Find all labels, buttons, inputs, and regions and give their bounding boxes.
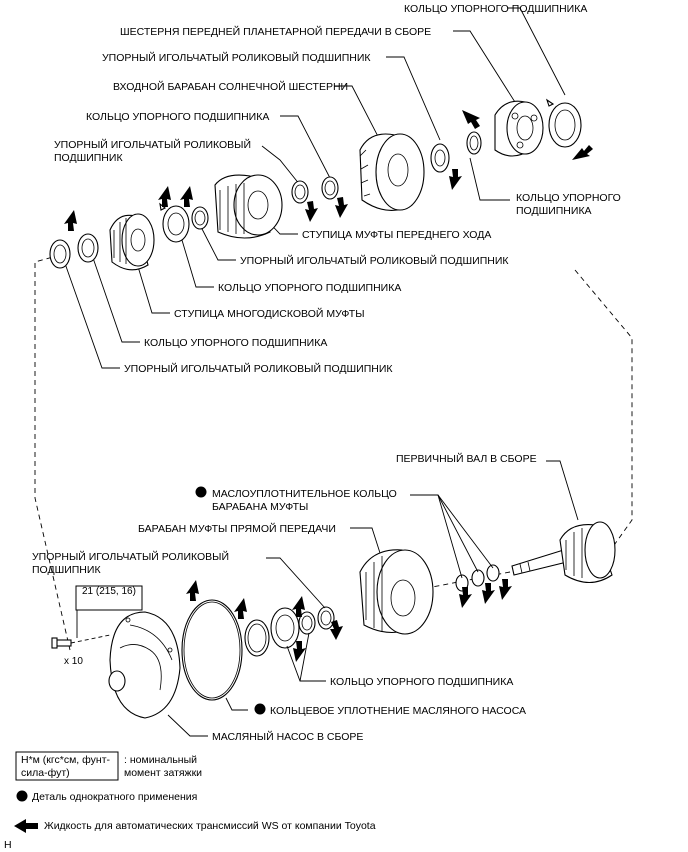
label-needle-bearing-3: УПОРНЫЙ ИГОЛЬЧАТЫЙ РОЛИКОВЫЙ ПОДШИПНИК xyxy=(240,254,509,267)
torque-value: 21 (215, 16) xyxy=(82,586,136,597)
legend-units-desc-line2: момент затяжки xyxy=(124,767,202,779)
label-oil-pump: МАСЛЯНЫЙ НАСОС В СБОРЕ xyxy=(212,730,363,743)
dashed-connectors xyxy=(34,254,633,651)
forward-clutch-hub xyxy=(214,174,283,239)
direct-clutch-drum xyxy=(359,549,434,635)
label-sun-gear-drum: ВХОДНОЙ БАРАБАН СОЛНЕЧНОЙ ШЕСТЕРНИ xyxy=(113,80,348,93)
label-thrust-ring-3: КОЛЬЦО УПОРНОГО ПОДШИПНИКА xyxy=(218,282,401,294)
label-needle-bearing-1: УПОРНЫЙ ИГОЛЬЧАТЫЙ РОЛИКОВЫЙ ПОДШИПНИК xyxy=(102,51,371,64)
label-drum-seal-line1: МАСЛОУПЛОТНИТЕЛЬНОЕ КОЛЬЦО xyxy=(212,488,397,500)
atf-arrow-icon xyxy=(64,210,77,231)
footer-code: H xyxy=(4,839,12,851)
legend-units-line2: сила-фут) xyxy=(21,767,70,779)
atf-arrow-icon xyxy=(234,598,247,619)
label-direct-clutch-drum: БАРАБАН МУФТЫ ПРЯМОЙ ПЕРЕДАЧИ xyxy=(138,522,336,535)
planetary-gear xyxy=(494,100,544,157)
multidisc-clutch-hub xyxy=(109,213,155,271)
needle-bearing-5 xyxy=(317,606,335,630)
needle-bearing-2 xyxy=(291,180,309,204)
atf-arrow-icon xyxy=(293,641,306,662)
legend-atf: Жидкость для автоматических трансмиссий … xyxy=(44,820,376,832)
label-thrust-ring-top: КОЛЬЦО УПОРНОГО ПОДШИПНИКА xyxy=(404,3,587,15)
pump-o-ring xyxy=(181,599,243,701)
sun-gear-drum xyxy=(359,133,425,211)
atf-arrow-icon xyxy=(14,819,38,833)
atf-arrow-icon xyxy=(462,110,480,129)
atf-arrow-icon xyxy=(459,587,472,608)
nonreuse-icon xyxy=(254,703,266,715)
label-needle-bearing-5-line2: ПОДШИПНИК xyxy=(32,564,101,576)
label-drum-seal-line2: БАРАБАНА МУФТЫ xyxy=(212,501,308,513)
bolt-quantity: x 10 xyxy=(64,656,83,667)
thrust-ring-top xyxy=(545,98,582,148)
atf-arrows-upper xyxy=(64,110,593,231)
nonreuse-icon xyxy=(195,486,207,498)
thrust-ring-2 xyxy=(321,176,339,200)
input-shaft xyxy=(511,521,616,584)
legend: Н*м (кгс*см, фунт- сила-фут) : номинальн… xyxy=(14,751,376,833)
label-multidisc-clutch-hub: СТУПИЦА МНОГОДИСКОВОЙ МУФТЫ xyxy=(174,307,365,320)
leader-lines-upper xyxy=(61,7,566,369)
drum-seal-rings xyxy=(455,564,500,592)
atf-arrow-icon xyxy=(499,579,512,600)
needle-bearing-3 xyxy=(159,202,190,243)
atf-arrow-icon xyxy=(158,186,171,207)
leader-lines-lower xyxy=(76,460,579,737)
label-forward-clutch-hub: СТУПИЦА МУФТЫ ПЕРЕДНЕГО ХОДА xyxy=(302,229,491,241)
torque-box xyxy=(75,585,143,611)
label-input-shaft: ПЕРВИЧНЫЙ ВАЛ В СБОРЕ xyxy=(396,452,537,465)
label-needle-bearing-2-line2: ПОДШИПНИК xyxy=(54,152,123,164)
bolt xyxy=(51,634,111,649)
oil-pump xyxy=(108,611,181,719)
atf-arrow-icon xyxy=(482,583,495,604)
atf-arrow-icon xyxy=(186,580,199,601)
legend-nonreuse: Деталь однократного применения xyxy=(32,791,197,803)
label-front-planetary-gear: ШЕСТЕРНЯ ПЕРЕДНЕЙ ПЛАНЕТАРНОЙ ПЕРЕДАЧИ В… xyxy=(120,25,431,38)
legend-units-desc-line1: : номинальный xyxy=(124,754,197,766)
label-thrust-ring-right-line1: КОЛЬЦО УПОРНОГО xyxy=(516,192,621,204)
atf-arrow-icon xyxy=(305,201,318,222)
atf-arrow-icon xyxy=(449,169,462,190)
needle-bearing-1 xyxy=(430,143,450,173)
nonreuse-icon xyxy=(16,790,28,802)
pump-ring xyxy=(244,619,270,657)
label-pump-o-ring: КОЛЬЦЕВОЕ УПЛОТНЕНИЕ МАСЛЯНОГО НАСОСА xyxy=(270,705,526,717)
atf-arrow-icon xyxy=(335,197,348,218)
label-needle-bearing-5-line1: УПОРНЫЙ ИГОЛЬЧАТЫЙ РОЛИКОВЫЙ xyxy=(32,550,229,563)
thrust-ring-3 xyxy=(191,206,209,230)
legend-units-box xyxy=(15,751,119,781)
atf-arrow-icon xyxy=(292,596,305,617)
legend-units-line1: Н*м (кгс*см, фунт- xyxy=(21,754,111,766)
label-needle-bearing-4: УПОРНЫЙ ИГОЛЬЧАТЫЙ РОЛИКОВЫЙ ПОДШИПНИК xyxy=(124,362,393,375)
label-needle-bearing-2-line1: УПОРНЫЙ ИГОЛЬЧАТЫЙ РОЛИКОВЫЙ xyxy=(54,138,251,151)
label-thrust-ring-5: КОЛЬЦО УПОРНОГО ПОДШИПНИКА xyxy=(330,676,513,688)
ring-small-right xyxy=(466,131,482,155)
label-thrust-ring-2: КОЛЬЦО УПОРНОГО ПОДШИПНИКА xyxy=(86,111,269,123)
atf-arrow-icon xyxy=(180,186,193,207)
thrust-ring-4 xyxy=(77,233,99,263)
atf-arrow-icon xyxy=(572,145,593,160)
atf-arrow-icon xyxy=(330,620,343,640)
thrust-ring-large xyxy=(270,607,300,649)
label-thrust-ring-4: КОЛЬЦО УПОРНОГО ПОДШИПНИКА xyxy=(144,337,327,349)
atf-arrows-lower xyxy=(186,579,512,662)
label-thrust-ring-right-line2: ПОДШИПНИКА xyxy=(516,205,592,217)
needle-bearing-4 xyxy=(49,239,71,269)
